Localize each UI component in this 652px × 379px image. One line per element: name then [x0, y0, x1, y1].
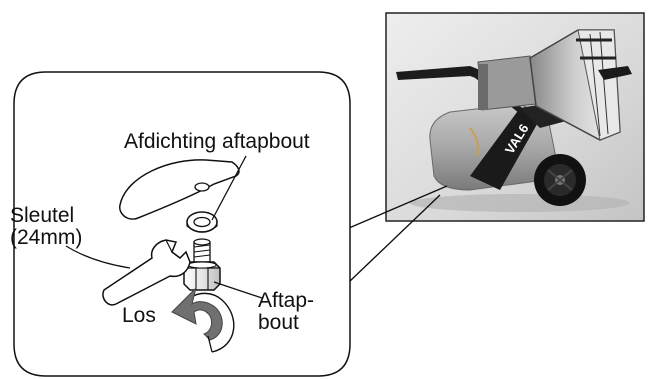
label-drain-bolt-line2: bout: [258, 311, 299, 334]
wrench: [102, 239, 191, 306]
bolt-hole: [194, 182, 210, 192]
leader-lines: [65, 155, 263, 299]
label-wrench-line2: (24mm): [10, 226, 83, 249]
label-loosen: Los: [122, 304, 156, 327]
label-drain-bolt-gasket: Afdichting aftapbout: [124, 130, 310, 153]
drain-bolt: [183, 238, 221, 291]
callout-lines: [348, 185, 448, 283]
drain-bolt-gasket: [186, 211, 218, 233]
detail-inset-frame: [13, 71, 351, 377]
loosen-arrow: [171, 286, 235, 353]
label-drain-bolt: Aftap- bout: [258, 290, 314, 334]
heater-photo: VAL6: [385, 12, 645, 222]
label-drain-bolt-line1: Aftap-: [258, 289, 315, 312]
label-wrench-line1: Sleutel: [10, 204, 75, 227]
label-wrench: Sleutel (24mm): [10, 205, 82, 249]
